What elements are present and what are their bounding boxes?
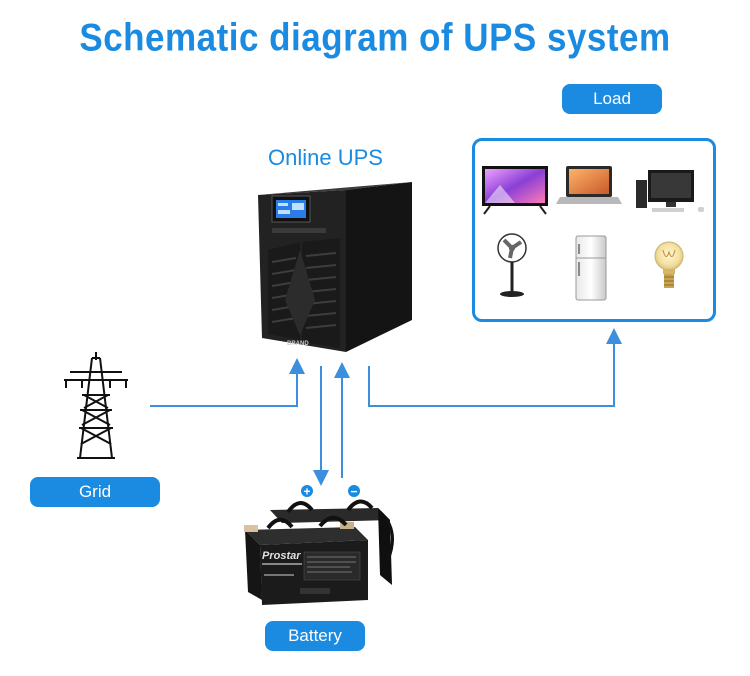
power-tower-icon: [64, 352, 128, 459]
ups-label: Online UPS: [268, 145, 383, 170]
page-title: Schematic diagram of UPS system: [79, 15, 671, 60]
ups-device-icon: BRAND: [258, 182, 412, 352]
positive-terminal-icon: +: [301, 485, 313, 499]
connection-lines: [150, 328, 622, 486]
svg-text:Prostar: Prostar: [262, 550, 301, 562]
svg-text:BRAND: BRAND: [287, 341, 309, 347]
negative-terminal-icon: −: [348, 485, 360, 499]
load-label: Load: [562, 84, 662, 114]
refrigerator-icon: [575, 235, 607, 301]
grid-label: Grid: [30, 477, 160, 507]
grid-to-ups-line: [150, 358, 305, 407]
svg-text:−: −: [350, 485, 357, 499]
battery-icon: Prostar: [244, 499, 394, 605]
svg-text:+: +: [303, 485, 310, 499]
desktop-computer-icon: [636, 170, 704, 212]
ups-to-load-line: [368, 328, 622, 407]
laptop-icon: [556, 166, 622, 204]
light-bulb-icon: [654, 241, 684, 288]
battery-label: Battery: [265, 621, 365, 651]
tv-icon: [482, 166, 548, 215]
fan-icon: [497, 233, 527, 297]
